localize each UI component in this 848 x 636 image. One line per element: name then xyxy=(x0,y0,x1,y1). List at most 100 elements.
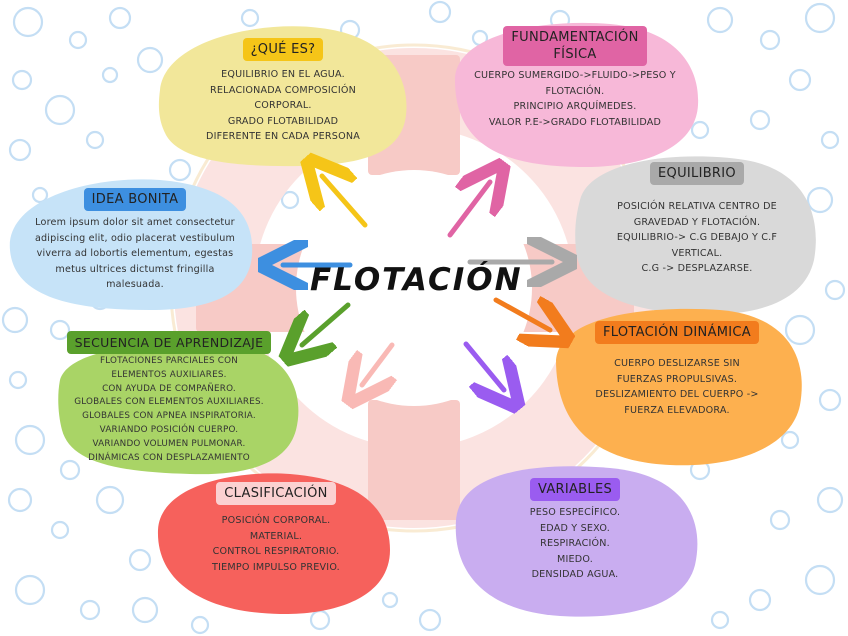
bubble-icon xyxy=(44,94,76,126)
bubble-icon xyxy=(50,520,70,540)
arrow-fundamentacion xyxy=(447,182,490,238)
bubble-icon xyxy=(128,548,152,572)
text-line: EDAD Y SEXO. xyxy=(540,522,610,534)
bubble-icon xyxy=(101,66,119,84)
text-line: VARIANDO POSICIÓN CUERPO. xyxy=(99,424,239,435)
text-line: MIEDO. xyxy=(557,553,593,565)
blob-que-es xyxy=(158,26,407,167)
text-line: GRADO FLOTABILIDAD xyxy=(227,115,339,127)
text-line: DIFERENTE EN CADA PERSONA xyxy=(206,131,360,142)
text-line: VALOR P.E->GRADO FLOTABILIDAD xyxy=(488,116,662,128)
text-line: FUERZAS PROPULSIVAS. xyxy=(616,373,738,385)
text-line: FLOTACIONES PARCIALES CON xyxy=(100,356,238,366)
text-line: C.G -> DESPLAZARSE. xyxy=(641,263,753,274)
bubble-icon xyxy=(690,120,710,140)
card-variables: VARIABLES PESO ESPECÍFICO. EDAD Y SEXO. … xyxy=(475,478,675,583)
body-que-es: EQUILIBRIO EN EL AGUA. RELACIONADA COMPO… xyxy=(178,67,388,145)
text-line: Lorem ipsum dolor sit amet consectetur xyxy=(35,217,235,228)
card-idea: IDEA BONITA Lorem ipsum dolor sit amet c… xyxy=(30,188,240,293)
bubble-icon xyxy=(8,138,32,162)
bubble-icon xyxy=(240,8,260,28)
bubble-icon xyxy=(759,29,781,51)
bubble-icon xyxy=(706,6,734,34)
tag-equilibrio: EQUILIBRIO xyxy=(650,162,744,185)
arrow-clasificacion xyxy=(362,342,392,385)
text-line: EQUILIBRIO-> C.G DEBAJO Y C.F xyxy=(616,232,778,243)
bubble-icon xyxy=(136,46,164,74)
text-line: RESPIRACIÓN. xyxy=(540,538,610,549)
text-line: CORPORAL. xyxy=(254,100,312,111)
tag-line: FUNDAMENTACIÓN xyxy=(511,30,639,45)
text-line: RELACIONADA COMPOSICIÓN xyxy=(210,84,356,96)
body-secuencia: FLOTACIONES PARCIALES CON ELEMENTOS AUXI… xyxy=(56,355,282,465)
bubble-icon xyxy=(381,591,399,609)
bubble-icon xyxy=(59,459,81,481)
bubble-icon xyxy=(749,109,771,131)
text-line: DENSIDAD AGUA. xyxy=(531,569,619,580)
arrow-que-es xyxy=(322,176,368,228)
bubble-icon xyxy=(85,130,105,150)
bubble-icon xyxy=(788,68,812,92)
bubble-icon xyxy=(769,509,791,531)
blob-clasificacion xyxy=(157,473,390,615)
bubble-icon xyxy=(95,485,125,515)
tag-line: FÍSICA xyxy=(553,47,597,62)
tag-clasificacion: CLASIFICACIÓN xyxy=(216,482,336,505)
tag-que-es: ¿QUÉ ES? xyxy=(242,38,324,61)
text-line: GLOBALES CON APNEA INSPIRATORIA. xyxy=(82,411,256,422)
text-line: viverra ad lobortis elementum, egestas xyxy=(36,248,234,259)
card-dinamica: FLOTACIÓN DINÁMICA CUERPO DESLIZARSE SIN… xyxy=(572,321,782,418)
center-title: FLOTACIÓN xyxy=(310,262,523,298)
bubble-icon xyxy=(816,486,844,514)
text-line: malesuada. xyxy=(106,279,164,290)
arrow-variables xyxy=(463,341,504,390)
blob-dinamica xyxy=(556,308,802,466)
tag-secuencia: SECUENCIA DE APRENDIZAJE xyxy=(66,331,272,354)
bubble-icon xyxy=(131,596,159,624)
bubble-icon xyxy=(7,487,33,513)
text-line: VARIANDO VOLUMEN PULMONAR. xyxy=(92,438,246,449)
text-line: PRINCIPIO ARQUÍMEDES. xyxy=(513,101,637,112)
text-line: POSICIÓN CORPORAL. xyxy=(221,515,331,526)
card-equilibrio: EQUILIBRIO POSICIÓN RELATIVA CENTRO DE G… xyxy=(592,162,802,277)
bubble-icon xyxy=(748,588,772,612)
tag-idea: IDEA BONITA xyxy=(83,188,187,211)
text-line: GLOBALES CON ELEMENTOS AUXILIARES. xyxy=(74,397,264,408)
text-line: metus ultrices dictumst fringilla xyxy=(55,263,215,275)
bubble-icon xyxy=(418,608,442,632)
text-line: ELEMENTOS AUXILIARES. xyxy=(111,369,227,380)
bubble-icon xyxy=(190,615,210,635)
text-line: CUERPO DESLIZARSE SIN xyxy=(614,358,740,369)
bubble-icon xyxy=(79,599,101,621)
tag-dinamica: FLOTACIÓN DINÁMICA xyxy=(595,321,759,344)
blob-idea xyxy=(9,179,253,310)
arrow-secuencia xyxy=(302,302,351,345)
text-line: VERTICAL. xyxy=(671,247,723,259)
text-line: adipiscing elit, odio placerat vestibulu… xyxy=(34,232,236,244)
blob-variables xyxy=(455,466,698,617)
tag-variables: VARIABLES xyxy=(529,478,621,501)
bubble-icon xyxy=(780,430,800,450)
text-line: FUERZA ELEVADORA. xyxy=(624,404,730,416)
bubble-icon xyxy=(12,6,44,38)
bubble-icon xyxy=(168,158,192,182)
bubble-icon xyxy=(108,6,132,30)
card-fundamentacion: FUNDAMENTACIÓN FÍSICA CUERPO SUMERGIDO->… xyxy=(462,26,688,130)
bubble-icon xyxy=(710,610,730,630)
text-line: POSICIÓN RELATIVA CENTRO DE xyxy=(617,201,777,212)
body-equilibrio: POSICIÓN RELATIVA CENTRO DE GRAVEDAD Y F… xyxy=(592,199,802,277)
text-line: DESLIZAMIENTO DEL CUERPO -> xyxy=(595,389,759,400)
text-line: PESO ESPECÍFICO. xyxy=(529,507,621,518)
tag-fundamentacion: FUNDAMENTACIÓN FÍSICA xyxy=(503,26,647,66)
body-variables: PESO ESPECÍFICO. EDAD Y SEXO. RESPIRACIÓ… xyxy=(475,505,675,583)
bubble-icon xyxy=(31,186,49,204)
bubble-icon xyxy=(49,319,71,341)
text-line: GRAVEDAD Y FLOTACIÓN. xyxy=(633,216,761,228)
body-dinamica: CUERPO DESLIZARSE SIN FUERZAS PROPULSIVA… xyxy=(572,356,782,418)
bubble-icon xyxy=(14,574,46,606)
text-line: CUERPO SUMERGIDO->FLUIDO->PESO Y xyxy=(474,70,676,81)
bubble-icon xyxy=(818,388,842,412)
arrow-dinamica xyxy=(493,300,550,330)
card-secuencia: SECUENCIA DE APRENDIZAJE FLOTACIONES PAR… xyxy=(56,331,282,465)
